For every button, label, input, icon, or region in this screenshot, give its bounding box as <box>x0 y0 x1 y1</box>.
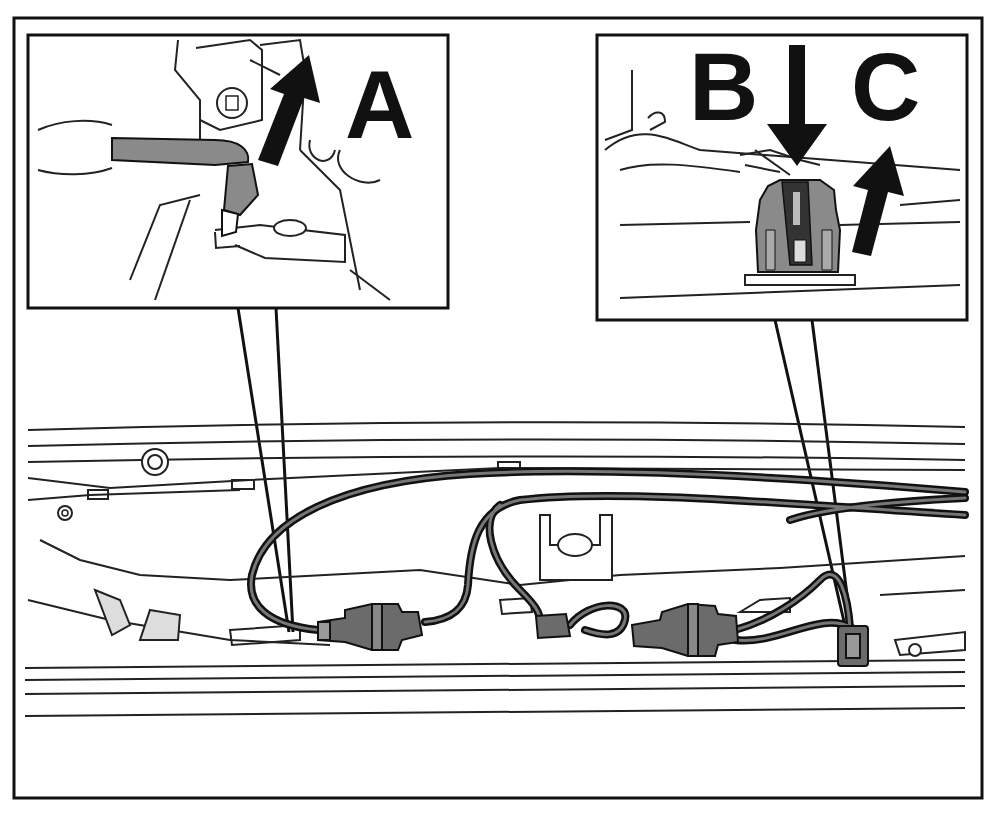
callout-letter: C <box>848 44 923 130</box>
callout-letter: B <box>686 44 761 130</box>
callout-letter: A <box>342 62 417 148</box>
